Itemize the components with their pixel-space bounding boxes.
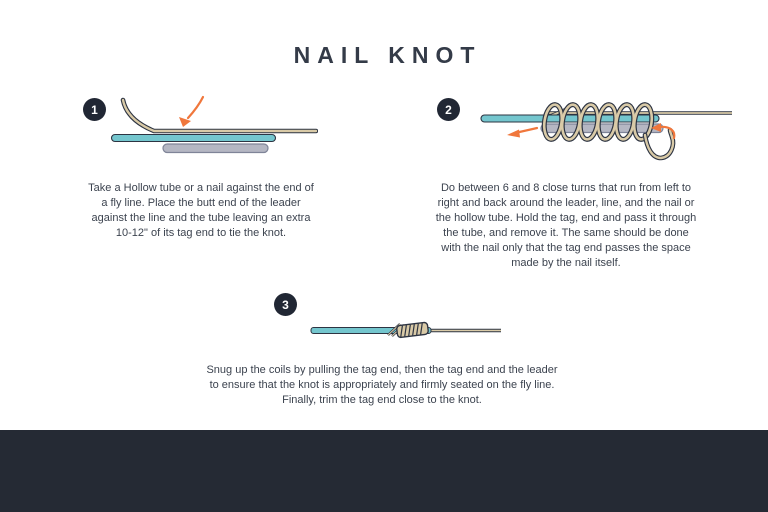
step-3-illustration: [310, 321, 501, 339]
page-title: NAIL KNOT: [293, 42, 482, 68]
fly-line: [110, 133, 277, 143]
step-1-illustration: [110, 95, 318, 154]
pull-left-arrow-icon: [507, 126, 539, 138]
step-2-description: Do between 6 and 8 close turns that run …: [435, 182, 697, 269]
footer-bar: Tackle Village: [0, 430, 768, 512]
leader-coils: [541, 102, 655, 142]
pull-right-arrow-icon: [651, 123, 676, 140]
nail-tube: [162, 143, 269, 154]
tag-end-loop: [642, 127, 676, 161]
step-1-description: Take a Hollow tube or a nail against the…: [88, 182, 314, 239]
step-3-badge: 3: [274, 293, 297, 316]
leader-line: [120, 97, 318, 134]
snugged-knot: [396, 321, 429, 339]
step-1-badge: 1: [83, 98, 106, 121]
down-arrow-icon: [179, 95, 205, 127]
step-2-badge: 2: [437, 98, 460, 121]
step-2-illustration: [480, 102, 732, 161]
step-3-description: Snug up the coils by pulling the tag end…: [206, 364, 558, 406]
